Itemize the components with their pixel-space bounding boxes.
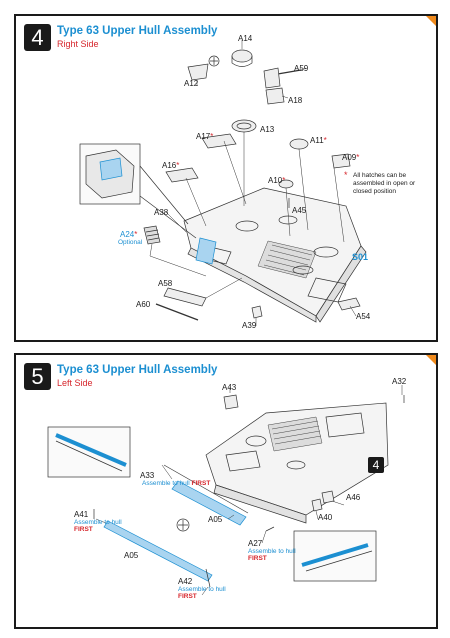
part-a59-label: A59 (294, 64, 309, 73)
part-a43-label: A43 (222, 383, 237, 392)
part-a14-label: A14 (238, 34, 253, 43)
part-a09-label: A09* (342, 153, 360, 162)
part-a33-label: A33 (140, 471, 155, 480)
hull-right-side-diagram (79, 40, 367, 326)
step-subtitle: Left Side (57, 378, 93, 388)
part-a58-label: A58 (158, 279, 173, 288)
part-a13-label: A13 (260, 125, 275, 134)
step-4-panel: 4 Type 63 Upper Hull Assembly Right Side (14, 14, 438, 342)
corner-tab (425, 16, 436, 27)
step-5-panel: 5 Type 63 Upper Hull Assembly Left Side (14, 353, 438, 629)
hatch-note: *All hatches can be assembled in open or… (344, 170, 416, 196)
s01-label: S01 (352, 252, 369, 262)
part-a40-label: A40 (318, 513, 333, 522)
part-a12-label: A12 (184, 79, 199, 88)
hull-left-side-diagram (47, 385, 405, 596)
part-a45-label: A45 (292, 206, 307, 215)
part-a60-label: A60 (136, 300, 151, 309)
part-a32-label: A32 (392, 377, 407, 386)
part-a39-label: A39 (242, 321, 257, 330)
part-a46-label: A46 (346, 493, 361, 502)
a33-assemble-note: Assemble to hull FIRST (142, 480, 211, 487)
part-a54-label: A54 (356, 312, 371, 321)
a42-assemble-note: Assemble to hull FIRST (178, 586, 226, 600)
corner-tab (425, 355, 436, 366)
part-a17-label: A17* (196, 132, 214, 141)
step-subtitle: Right Side (57, 39, 99, 49)
part-a11-label: A11* (310, 136, 327, 145)
part-a05-bottom-label: A05 (124, 551, 139, 560)
asterisk-icon: * (344, 170, 348, 180)
optional-note: Optional (118, 239, 143, 246)
a41-assemble-note: Assemble to hull FIRST (74, 519, 122, 533)
a27-assemble-note: Assemble to hull FIRST (248, 548, 296, 562)
part-a24-label: A24* (120, 230, 138, 239)
part-a42-label: A42 (178, 577, 193, 586)
step-title: Type 63 Upper Hull Assembly (57, 364, 218, 376)
step-number-badge: 5 (24, 363, 51, 390)
part-a27-label: A27 (248, 539, 263, 548)
part-a05-top-label: A05 (208, 515, 223, 524)
part-a38-label: A38 (154, 208, 169, 217)
step-4-reference-badge: 4 (368, 457, 384, 473)
part-a16-label: A16* (162, 161, 180, 170)
step-number-badge: 4 (24, 24, 51, 51)
part-a10-label: A10* (268, 176, 286, 185)
part-a18-label: A18 (288, 96, 303, 105)
part-a41-label: A41 (74, 510, 89, 519)
step-title: Type 63 Upper Hull Assembly (57, 25, 218, 37)
